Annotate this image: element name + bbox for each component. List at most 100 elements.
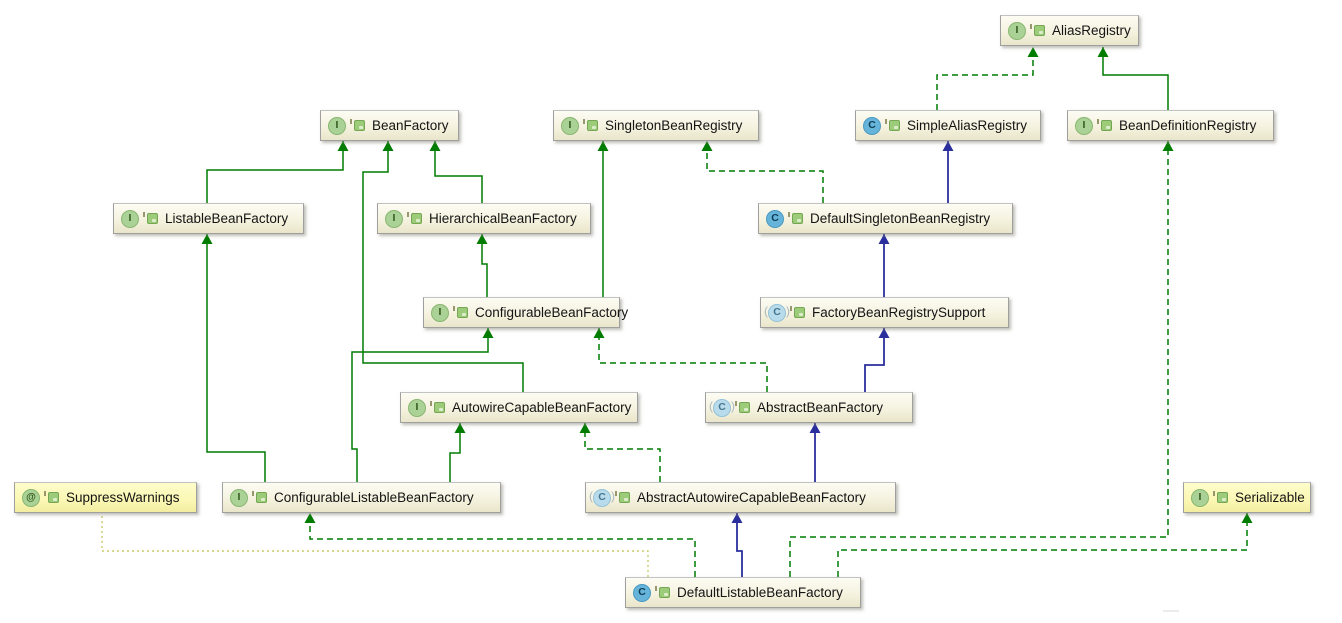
node-label: ConfigurableBeanFactory — [475, 305, 629, 320]
edge-HierarchicalBeanFactory-to-BeanFactory — [434, 141, 483, 203]
class-icon: C — [766, 209, 784, 228]
node-SuppressWarnings[interactable]: @ SuppressWarnings — [14, 482, 197, 513]
modifier-icon — [788, 212, 803, 224]
arrowhead-AbstractAutowireCapableBeanFactory-to-AbstractBeanFactory — [809, 423, 821, 433]
node-ConfigurableBeanFactory[interactable]: I ConfigurableBeanFactory — [423, 297, 628, 328]
node-label: AutowireCapableBeanFactory — [452, 400, 632, 415]
node-label: BeanDefinitionRegistry — [1119, 118, 1257, 133]
node-AbstractBeanFactory[interactable]: C AbstractBeanFactory — [705, 392, 913, 423]
interface-icon: I — [431, 303, 449, 322]
edge-AbstractBeanFactory-to-ConfigurableBeanFactory — [598, 328, 768, 392]
modifier-icon — [885, 119, 900, 131]
abstract-class-icon: C — [709, 398, 735, 417]
interface-icon: I — [1008, 21, 1026, 40]
node-label: ConfigurableListableBeanFactory — [274, 490, 474, 505]
modifier-icon — [44, 491, 59, 503]
arrowhead-AbstractAutowireCapableBeanFactory-to-AutowireCapableBeanFactory — [579, 423, 591, 433]
modifier-icon — [583, 119, 598, 131]
arrowhead-DefaultListableBeanFactory-to-ConfigurableListableBeanFactory — [304, 513, 316, 523]
arrowhead-SimpleAliasRegistry-to-AliasRegistry — [1027, 47, 1039, 57]
edge-ListableBeanFactory-to-BeanFactory — [206, 141, 344, 203]
node-DefaultSingletonBeanRegistry[interactable]: C DefaultSingletonBeanRegistry — [758, 203, 1013, 234]
edge-BeanDefinitionRegistry-to-AliasRegistry — [1102, 47, 1169, 110]
node-ListableBeanFactory[interactable]: I ListableBeanFactory — [113, 203, 304, 234]
node-Serializable[interactable]: I Serializable — [1183, 482, 1311, 513]
node-AutowireCapableBeanFactory[interactable]: I AutowireCapableBeanFactory — [400, 392, 638, 423]
edge-ConfigurableBeanFactory-to-HierarchicalBeanFactory — [481, 234, 488, 297]
arrowhead-ConfigurableBeanFactory-to-HierarchicalBeanFactory — [476, 234, 488, 244]
modifier-icon — [655, 586, 670, 598]
node-BeanFactory[interactable]: I BeanFactory — [320, 110, 459, 141]
interface-icon: I — [1191, 488, 1209, 507]
arrowhead-DefaultSingletonBeanRegistry-to-SingletonBeanRegistry — [701, 141, 713, 151]
modifier-icon — [252, 491, 267, 503]
edge-DefaultListableBeanFactory-to-AbstractAutowireCapableBeanFactory — [736, 513, 743, 577]
node-label: SimpleAliasRegistry — [907, 118, 1028, 133]
class-icon: C — [633, 583, 651, 602]
node-DefaultListableBeanFactory[interactable]: C DefaultListableBeanFactory — [625, 577, 861, 608]
interface-icon: I — [328, 116, 346, 135]
arrowhead-ConfigurableListableBeanFactory-to-ConfigurableBeanFactory — [482, 328, 494, 338]
modifier-icon — [1030, 24, 1045, 36]
edge-DefaultListableBeanFactory-to-SuppressWarnings — [101, 513, 649, 577]
node-label: FactoryBeanRegistrySupport — [812, 305, 986, 320]
node-AbstractAutowireCapableBeanFactory[interactable]: C AbstractAutowireCapableBeanFactory — [585, 482, 896, 513]
interface-icon: I — [230, 488, 248, 507]
abstract-class-icon: C — [589, 488, 615, 507]
arrowhead-ConfigurableBeanFactory-to-SingletonBeanRegistry — [597, 141, 609, 151]
arrowhead-DefaultListableBeanFactory-to-Serializable — [1241, 513, 1253, 523]
arrowhead-BeanDefinitionRegistry-to-AliasRegistry — [1097, 47, 1109, 57]
node-label: HierarchicalBeanFactory — [429, 211, 577, 226]
node-label: ListableBeanFactory — [165, 211, 289, 226]
arrowhead-FactoryBeanRegistrySupport-to-DefaultSingletonBeanRegistry — [878, 234, 890, 244]
edge-AbstractBeanFactory-to-FactoryBeanRegistrySupport — [864, 328, 885, 392]
arrowhead-ListableBeanFactory-to-BeanFactory — [337, 141, 349, 151]
modifier-icon — [350, 119, 365, 131]
node-label: AliasRegistry — [1052, 23, 1131, 38]
interface-icon: I — [121, 209, 139, 228]
arrowhead-AbstractBeanFactory-to-FactoryBeanRegistrySupport — [878, 328, 890, 338]
node-label: AbstractAutowireCapableBeanFactory — [637, 490, 866, 505]
arrowhead-AbstractBeanFactory-to-ConfigurableBeanFactory — [593, 328, 605, 338]
edge-DefaultListableBeanFactory-to-BeanDefinitionRegistry — [789, 141, 1169, 577]
arrowhead-DefaultSingletonBeanRegistry-to-SimpleAliasRegistry — [942, 141, 954, 151]
interface-icon: I — [1075, 116, 1093, 135]
arrowhead-ConfigurableListableBeanFactory-to-ListableBeanFactory — [201, 234, 213, 244]
node-AliasRegistry[interactable]: I AliasRegistry — [1000, 15, 1139, 46]
edge-ConfigurableListableBeanFactory-to-AutowireCapableBeanFactory — [449, 423, 461, 482]
abstract-class-icon: C — [764, 303, 790, 322]
modifier-icon — [453, 306, 468, 318]
node-label: SuppressWarnings — [66, 490, 180, 505]
arrowhead-DefaultListableBeanFactory-to-AbstractAutowireCapableBeanFactory — [731, 513, 743, 523]
node-label: Serializable — [1235, 490, 1305, 505]
class-icon: C — [863, 116, 881, 135]
node-SimpleAliasRegistry[interactable]: C SimpleAliasRegistry — [855, 110, 1041, 141]
node-label: AbstractBeanFactory — [757, 400, 884, 415]
watermark-mark — [1163, 610, 1179, 612]
node-label: DefaultListableBeanFactory — [677, 585, 843, 600]
edge-DefaultListableBeanFactory-to-ConfigurableListableBeanFactory — [309, 513, 696, 577]
node-SingletonBeanRegistry[interactable]: I SingletonBeanRegistry — [553, 110, 759, 141]
edge-ConfigurableListableBeanFactory-to-ListableBeanFactory — [206, 234, 266, 482]
modifier-icon — [790, 306, 805, 318]
node-label: SingletonBeanRegistry — [605, 118, 743, 133]
modifier-icon — [735, 401, 750, 413]
arrowhead-HierarchicalBeanFactory-to-BeanFactory — [429, 141, 441, 151]
node-label: DefaultSingletonBeanRegistry — [810, 211, 991, 226]
interface-icon: I — [561, 116, 579, 135]
arrowhead-ConfigurableListableBeanFactory-to-AutowireCapableBeanFactory — [454, 423, 466, 433]
edge-AutowireCapableBeanFactory-to-BeanFactory — [362, 141, 524, 392]
modifier-icon — [430, 401, 445, 413]
node-label: BeanFactory — [372, 118, 449, 133]
node-FactoryBeanRegistrySupport[interactable]: C FactoryBeanRegistrySupport — [760, 297, 1009, 328]
modifier-icon — [1213, 491, 1228, 503]
edge-AbstractAutowireCapableBeanFactory-to-AutowireCapableBeanFactory — [584, 423, 661, 482]
modifier-icon — [615, 491, 630, 503]
node-BeanDefinitionRegistry[interactable]: I BeanDefinitionRegistry — [1067, 110, 1274, 141]
node-ConfigurableListableBeanFactory[interactable]: I ConfigurableListableBeanFactory — [222, 482, 501, 513]
annotation-icon: @ — [22, 488, 40, 507]
interface-icon: I — [408, 398, 426, 417]
